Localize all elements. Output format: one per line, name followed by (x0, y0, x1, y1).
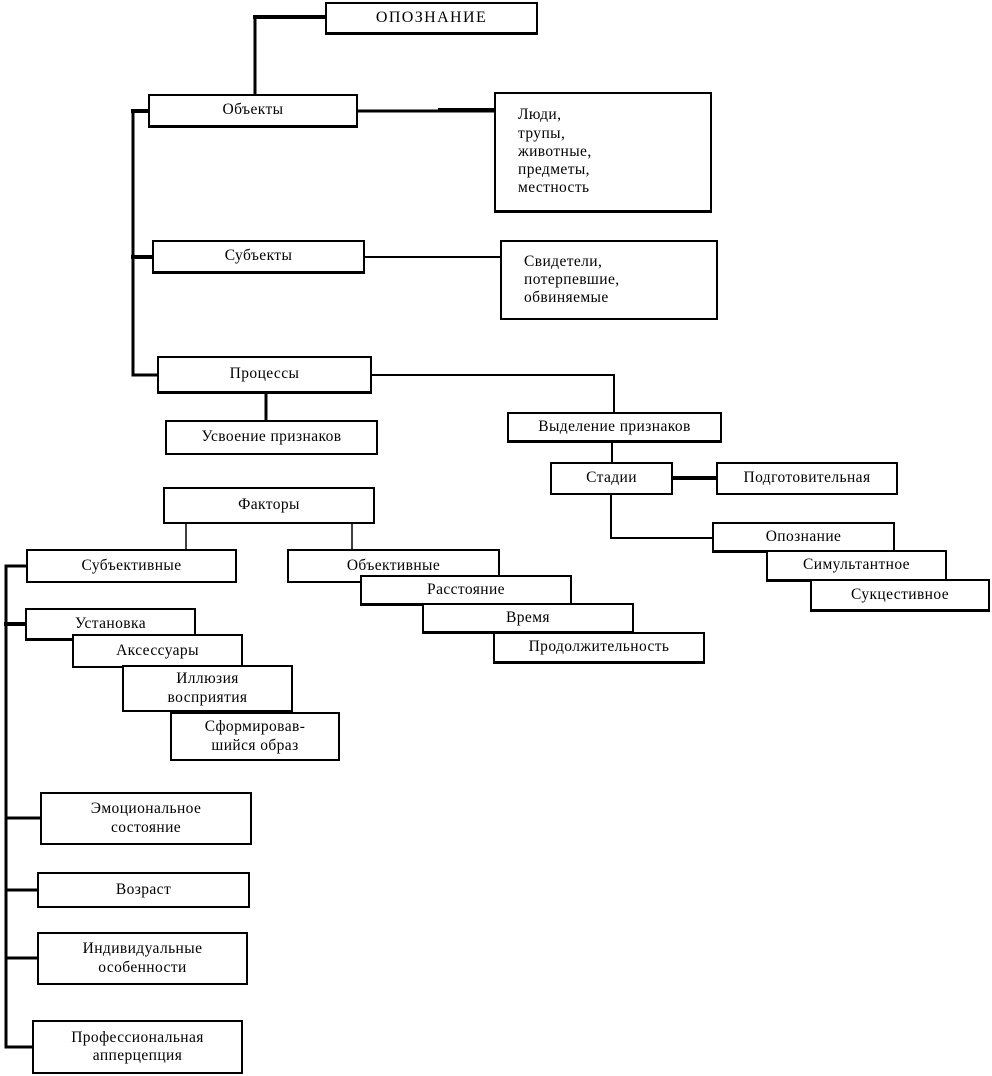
node-root-recognition[interactable]: ОПОЗНАНИЕ (325, 2, 538, 35)
node-assimilation-of-features[interactable]: Усвоение признаков (165, 420, 378, 455)
node-label: Время (506, 608, 550, 626)
node-label: Люди, трупы, животные, предметы, местнос… (518, 106, 592, 197)
node-label: Свидетели, потерпевшие, обвиняемые (524, 252, 620, 307)
node-processes[interactable]: Процессы (157, 356, 372, 394)
node-label: Опознание (765, 527, 842, 545)
node-stage-recognition[interactable]: Опознание (712, 522, 895, 553)
node-label: Аксессуары (116, 641, 199, 659)
node-label: Симультантное (803, 556, 910, 574)
node-subjective-factors[interactable]: Субъективные (26, 549, 237, 583)
node-objects[interactable]: Объекты (148, 94, 358, 128)
node-label: Иллюзия восприятия (167, 670, 248, 706)
node-label: Подготовительная (743, 469, 871, 487)
node-label: Субъекты (224, 247, 293, 265)
node-time[interactable]: Время (422, 603, 634, 634)
node-label: Сформировав- шийся образ (204, 718, 306, 754)
node-stages[interactable]: Стадии (550, 462, 673, 495)
node-label: Профессиональная апперцепция (71, 1028, 204, 1064)
node-emotional-state[interactable]: Эмоциональное состояние (40, 792, 252, 845)
node-label: Установка (75, 614, 146, 632)
node-stage-successive[interactable]: Сукцестивное (810, 579, 990, 612)
node-stage-simultaneous[interactable]: Симультантное (766, 550, 947, 582)
node-label: Расстояние (427, 580, 505, 598)
node-label: Возраст (115, 880, 172, 898)
node-extraction-of-features[interactable]: Выделение признаков (507, 412, 722, 443)
node-label: Факторы (238, 496, 300, 514)
node-individual-traits[interactable]: Индивидуальные особенности (37, 932, 248, 985)
node-age[interactable]: Возраст (37, 872, 250, 908)
node-stage-preparatory[interactable]: Подготовительная (716, 462, 898, 495)
node-professional-apperception[interactable]: Профессиональная апперцепция (32, 1020, 243, 1074)
node-perception-illusion[interactable]: Иллюзия восприятия (122, 665, 293, 712)
node-label: Стадии (586, 469, 637, 487)
node-label: Усвоение признаков (201, 428, 342, 446)
node-accessories[interactable]: Аксессуары (72, 634, 243, 668)
node-distance[interactable]: Расстояние (360, 575, 572, 606)
node-label: Индивидуальные особенности (82, 940, 203, 976)
node-subjects[interactable]: Субъекты (152, 240, 365, 274)
node-label: Продолжительность (528, 638, 670, 656)
node-label: Объекты (222, 101, 284, 119)
node-label: ОПОЗНАНИЕ (375, 8, 488, 26)
node-objects-list[interactable]: Люди, трупы, животные, предметы, местнос… (494, 92, 712, 213)
node-factors[interactable]: Факторы (163, 487, 375, 524)
node-label: Субъективные (81, 556, 182, 574)
node-duration[interactable]: Продолжительность (493, 632, 705, 664)
node-subjects-list[interactable]: Свидетели, потерпевшие, обвиняемые (500, 240, 718, 320)
node-label: Выделение признаков (538, 417, 691, 435)
node-label: Сукцестивное (851, 585, 949, 603)
node-formed-image[interactable]: Сформировав- шийся образ (170, 712, 340, 761)
node-label: Процессы (229, 365, 300, 383)
node-label: Объективные (346, 556, 441, 574)
node-label: Эмоциональное состояние (90, 800, 202, 836)
